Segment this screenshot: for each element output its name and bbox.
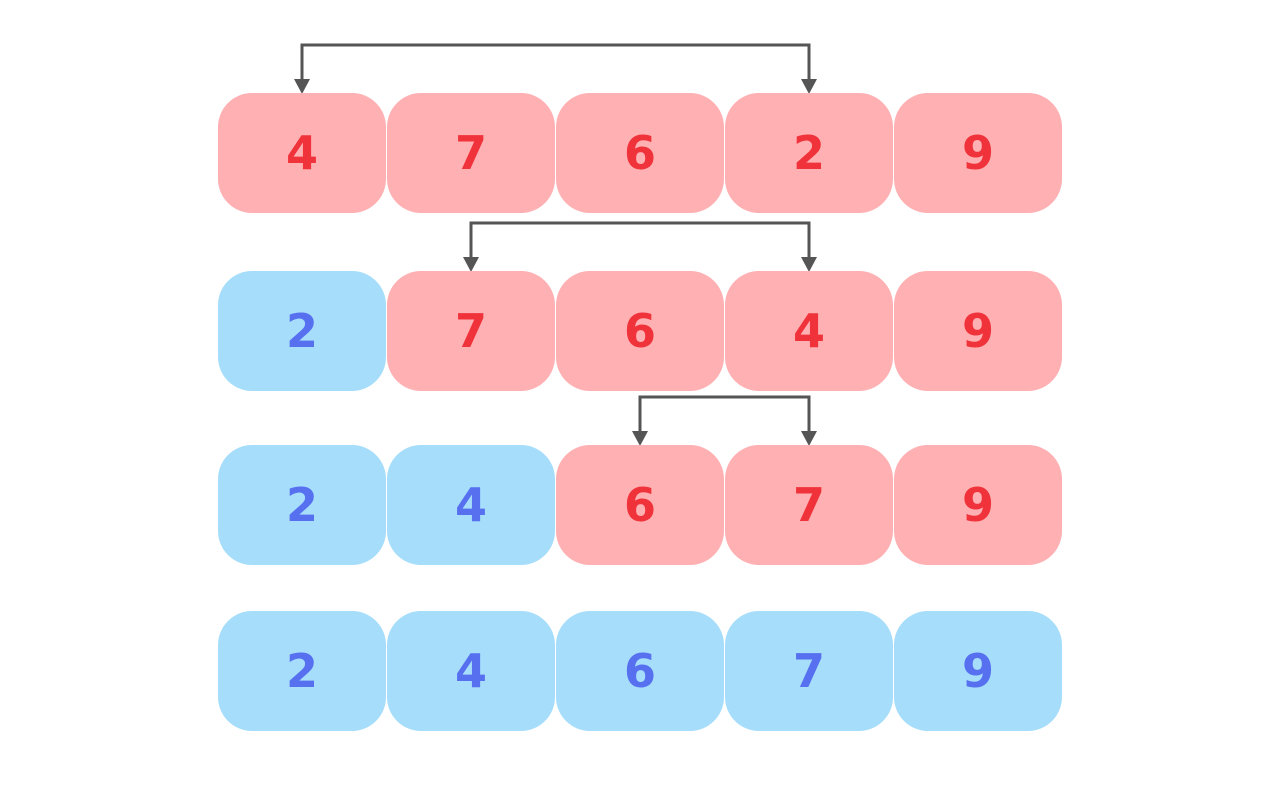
swap-arrow-3 bbox=[632, 395, 817, 446]
sorted-cell: 4 bbox=[387, 445, 555, 565]
unsorted-cell: 2 bbox=[725, 93, 893, 213]
arrowhead-icon bbox=[801, 257, 817, 272]
sorted-cell: 6 bbox=[556, 611, 724, 731]
arrowhead-icon bbox=[463, 257, 479, 272]
arrowhead-icon bbox=[801, 79, 817, 94]
unsorted-cell: 6 bbox=[556, 93, 724, 213]
sorted-cell: 7 bbox=[725, 611, 893, 731]
sorted-cell: 4 bbox=[387, 611, 555, 731]
sorted-cell: 2 bbox=[218, 611, 386, 731]
arrowhead-icon bbox=[801, 431, 817, 446]
sorted-cell: 2 bbox=[218, 445, 386, 565]
unsorted-cell: 9 bbox=[894, 271, 1062, 391]
swap-arrow-2 bbox=[463, 221, 817, 272]
unsorted-cell: 6 bbox=[556, 271, 724, 391]
unsorted-cell: 9 bbox=[894, 93, 1062, 213]
arrowhead-icon bbox=[632, 431, 648, 446]
unsorted-cell: 6 bbox=[556, 445, 724, 565]
unsorted-cell: 4 bbox=[725, 271, 893, 391]
sorted-cell: 2 bbox=[218, 271, 386, 391]
unsorted-cell: 7 bbox=[725, 445, 893, 565]
sorted-cell: 9 bbox=[894, 611, 1062, 731]
unsorted-cell: 9 bbox=[894, 445, 1062, 565]
arrowhead-icon bbox=[294, 79, 310, 94]
swap-arrow-1 bbox=[294, 43, 817, 94]
unsorted-cell: 7 bbox=[387, 271, 555, 391]
unsorted-cell: 7 bbox=[387, 93, 555, 213]
unsorted-cell: 4 bbox=[218, 93, 386, 213]
